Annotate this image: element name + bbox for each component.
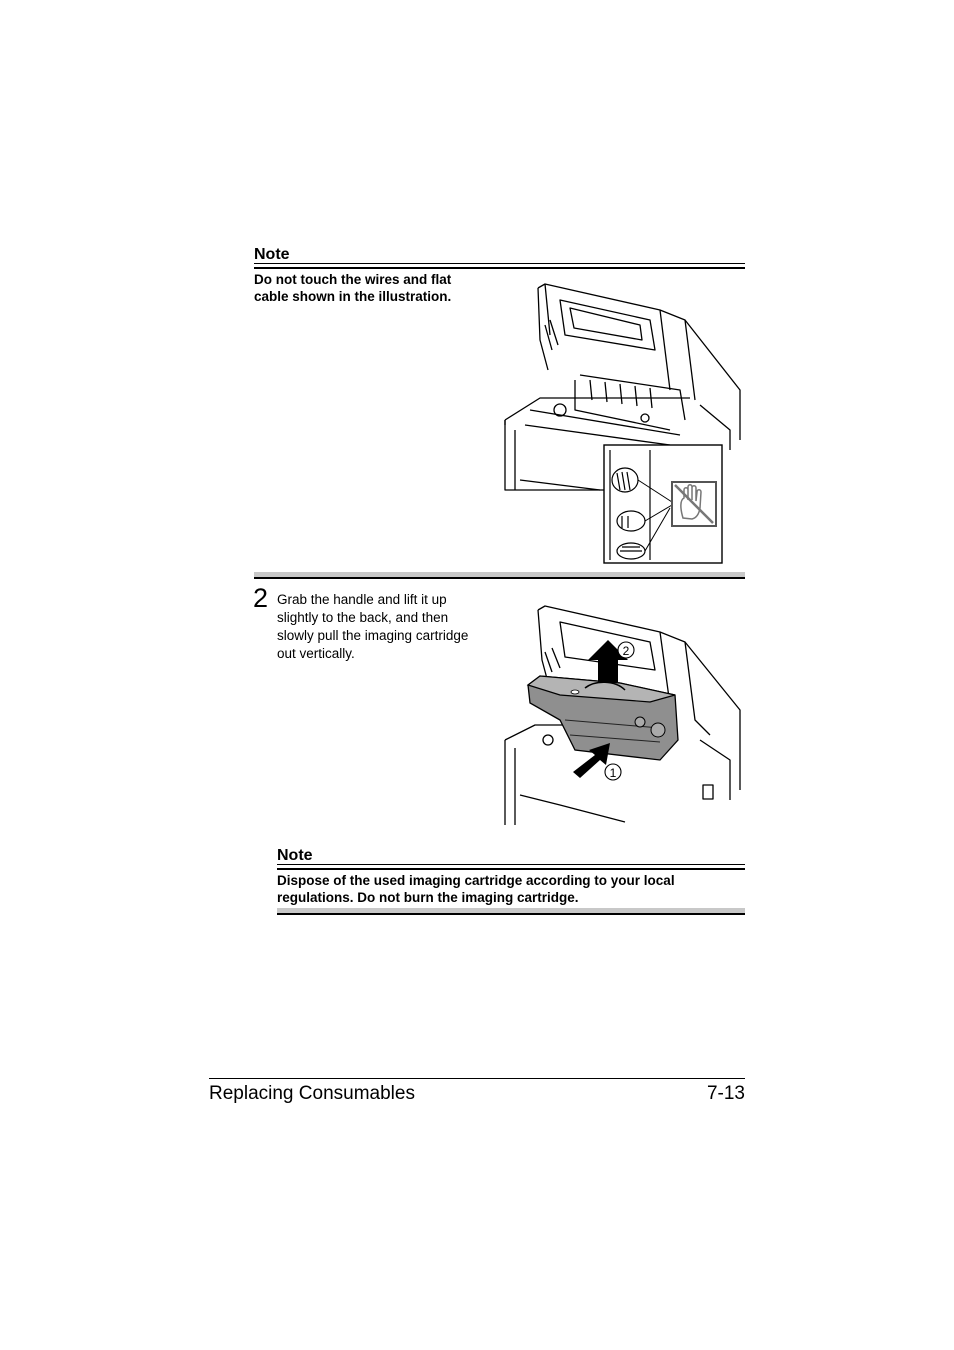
- footer-section-title: Replacing Consumables: [209, 1083, 415, 1104]
- note-text-line: regulations. Do not burn the imaging car…: [277, 890, 579, 905]
- printer-wires-illustration: [504, 283, 741, 564]
- step-line: Grab the handle and lift it up: [277, 592, 447, 607]
- cartridge-removal-illustration: 2 1: [504, 605, 741, 825]
- step-line: slowly pull the imaging cartridge: [277, 628, 469, 643]
- page-number: 7-13: [706, 1083, 745, 1104]
- callout-1: 1: [610, 766, 617, 780]
- step-line: out vertically.: [277, 646, 355, 661]
- note-heading: Note: [254, 246, 290, 263]
- section-divider: [277, 913, 745, 915]
- step-number: 2: [253, 583, 269, 613]
- step-instructions: Grab the handle and lift it up slightly …: [277, 591, 497, 663]
- footer-rule: [209, 1078, 745, 1079]
- note-text: Dispose of the used imaging cartridge ac…: [277, 872, 745, 906]
- callout-2-badge: [617, 641, 635, 659]
- section-divider-gray: [277, 908, 745, 913]
- step-line: slightly to the back, and then: [277, 610, 449, 625]
- note-text-line: Do not touch the wires and flat: [254, 272, 452, 287]
- callout-1-badge: [604, 763, 622, 781]
- no-touch-hand-icon: [671, 481, 717, 527]
- note-divider: [277, 864, 745, 870]
- note-text: Do not touch the wires and flat cable sh…: [254, 271, 504, 305]
- callout-2: 2: [623, 644, 630, 658]
- note-text-line: Dispose of the used imaging cartridge ac…: [277, 873, 675, 888]
- note-heading: Note: [277, 847, 313, 864]
- section-divider-gray: [254, 572, 745, 577]
- note-text-line: cable shown in the illustration.: [254, 289, 452, 304]
- section-divider: [254, 577, 745, 579]
- note-divider: [254, 263, 745, 269]
